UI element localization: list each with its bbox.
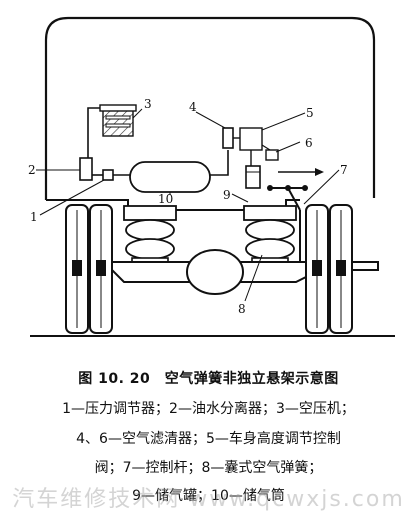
callout-3: 3 [144, 97, 152, 111]
callout-1: 1 [30, 210, 38, 224]
caption-title: 图 10. 20 空气弹簧非独立悬架示意图 [78, 371, 339, 387]
callout-10: 10 [158, 192, 173, 206]
left-wheels [65, 204, 113, 334]
right-wheels [305, 204, 353, 334]
callout-9: 9 [223, 188, 231, 202]
legend-line-2: 4、6—空气滤清器；5—车身高度调节控制 [76, 431, 341, 447]
pressure-regulator [102, 169, 114, 181]
callout-8: 8 [238, 302, 246, 316]
callout-6: 6 [305, 136, 313, 150]
frame-rail [46, 199, 300, 211]
leader-lines [36, 108, 340, 302]
air-compressor [99, 104, 137, 137]
callout-2: 2 [28, 163, 36, 177]
air-filter-6 [265, 149, 279, 161]
watermark: 汽车维修技术网 www.qcwxjs.com [12, 487, 405, 512]
callout-7: 7 [340, 163, 348, 177]
air-spring-left [125, 219, 175, 267]
storage-tank [245, 165, 261, 189]
supply-pipe [210, 150, 229, 176]
oil-water-separator [79, 157, 93, 181]
legend-line-4: 9—储气罐；10—储气筒 [132, 488, 285, 504]
legend-line-1: 1—压力调节器；2—油水分离器；3—空压机； [62, 401, 355, 417]
air-spring-right [245, 219, 295, 267]
callout-4: 4 [189, 100, 197, 114]
exhaust-arrow [315, 168, 324, 176]
callout-5: 5 [306, 106, 314, 120]
height-control-valve [239, 127, 263, 151]
air-cylinder [129, 161, 211, 193]
legend-line-3: 阀；7—控制杆；8—囊式空气弹簧； [94, 460, 323, 476]
air-filter-4 [222, 127, 234, 149]
suspension-diagram: 1 2 3 4 5 6 7 8 9 10 [28, 16, 395, 337]
vehicle-body-outline [44, 16, 376, 200]
compressor-pipe [87, 107, 100, 158]
control-lever [267, 185, 308, 270]
